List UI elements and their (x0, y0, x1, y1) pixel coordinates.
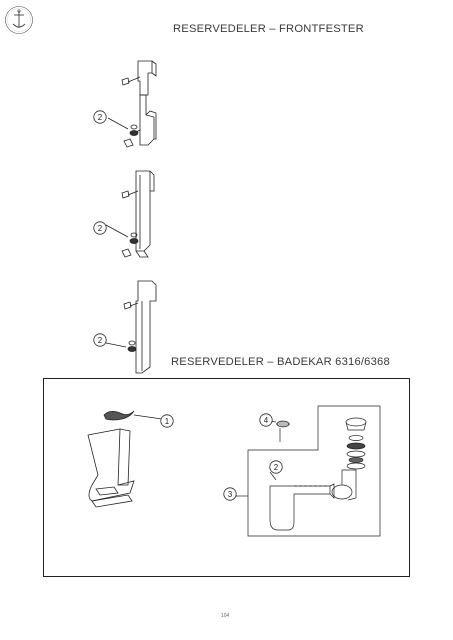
bathtub-parts-frame (43, 378, 410, 577)
svg-text:2: 2 (98, 224, 103, 233)
svg-text:1: 1 (165, 417, 170, 426)
page-title-bathtub: RESERVEDELER – BADEKAR 6316/6368 (171, 356, 390, 368)
svg-text:2: 2 (98, 336, 103, 345)
brand-logo (4, 5, 34, 35)
callout-tub-4: 4 (259, 413, 273, 427)
svg-text:2: 2 (274, 463, 279, 472)
callout-front-1: 2 (93, 110, 107, 124)
bathtub-leg-diagram (70, 405, 180, 515)
callout-front-3: 2 (93, 333, 107, 347)
page-title-fronts: RESERVEDELER – FRONTFESTER (173, 23, 364, 35)
svg-text:2: 2 (98, 113, 103, 122)
front-bracket-diagram-1 (90, 55, 170, 155)
front-bracket-diagram-3 (90, 275, 170, 380)
front-bracket-diagram-2 (90, 165, 170, 265)
callout-tub-1: 1 (160, 414, 174, 428)
page-number: 104 (221, 613, 230, 619)
drain-kit-diagram (230, 400, 390, 540)
callout-tub-3: 3 (223, 487, 237, 501)
callout-front-2: 2 (93, 221, 107, 235)
callout-tub-2: 2 (269, 460, 283, 474)
svg-text:3: 3 (228, 490, 233, 499)
svg-text:4: 4 (264, 416, 269, 425)
